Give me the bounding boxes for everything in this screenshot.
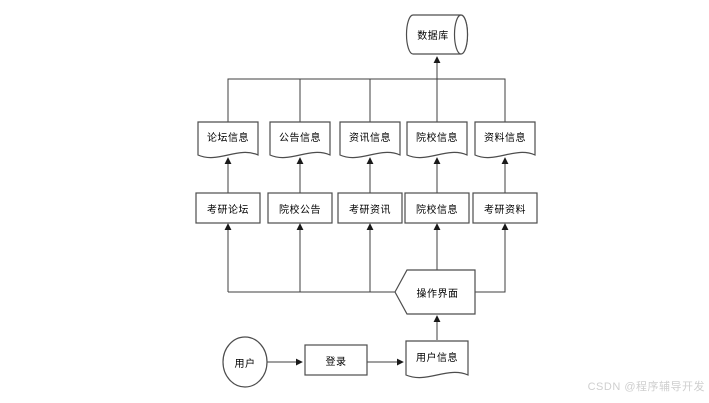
material-module-shape bbox=[472, 192, 538, 224]
csdn-watermark: CSDN @程序辅导开发 bbox=[587, 381, 705, 393]
user-info-document-shape bbox=[405, 340, 469, 379]
actor-circle-shape bbox=[222, 336, 268, 388]
connector-top-bus bbox=[227, 78, 506, 123]
material-info-document-shape bbox=[474, 121, 536, 159]
news-module-shape bbox=[337, 192, 403, 224]
announcement-info-document-shape bbox=[269, 121, 331, 159]
forum-module-shape bbox=[195, 192, 261, 224]
news-info-document-shape bbox=[339, 121, 401, 159]
database-cylinder-cap bbox=[453, 14, 469, 55]
arrow-ui-to-module5 bbox=[475, 223, 509, 293]
announcement-module-shape bbox=[267, 192, 333, 224]
forum-info-document-shape bbox=[197, 121, 259, 159]
college-info-document-shape bbox=[406, 121, 468, 159]
operation-interface-shape bbox=[394, 269, 476, 315]
login-box-shape bbox=[304, 344, 368, 376]
college-module-shape bbox=[404, 192, 470, 224]
